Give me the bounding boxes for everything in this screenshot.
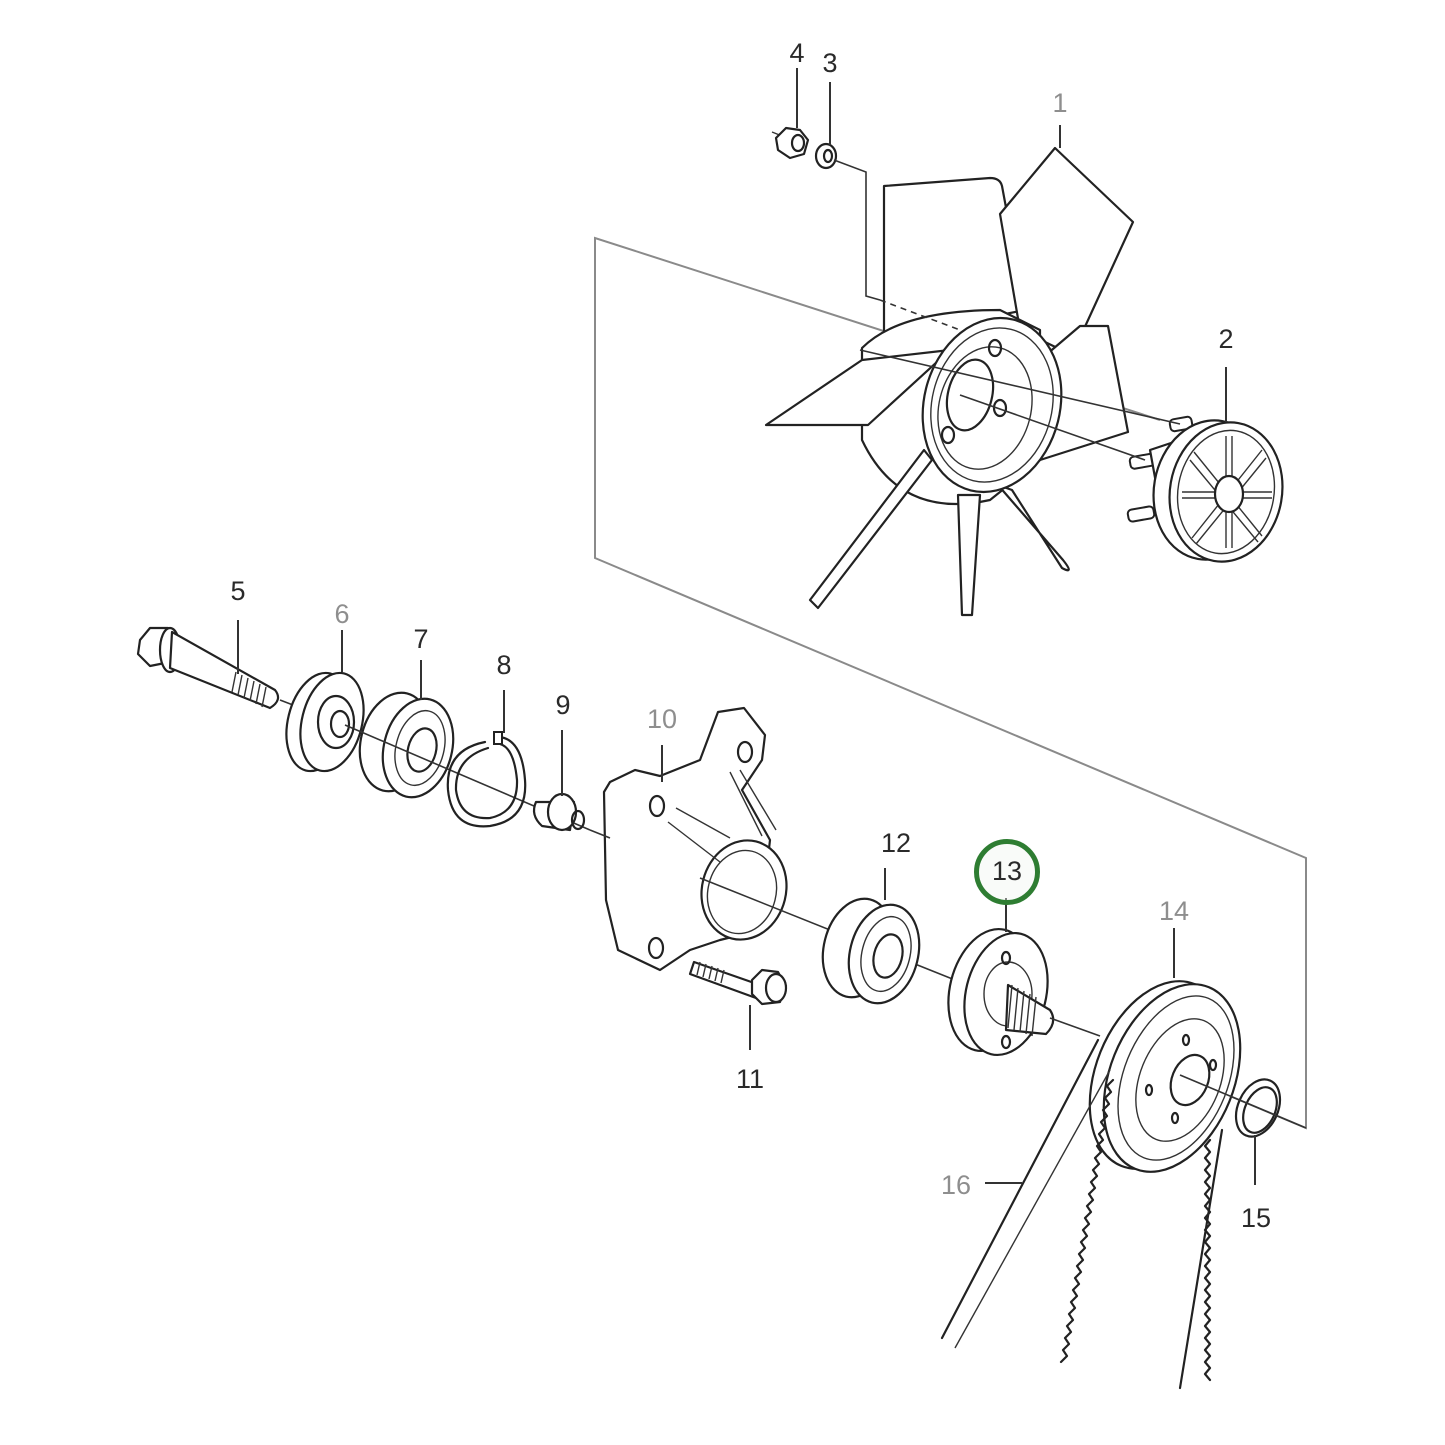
callout-2[interactable]: 2 [1218,324,1234,354]
part-9-bushing[interactable] [532,792,586,832]
part-2-hub-pulley[interactable] [1126,411,1293,570]
part-1-fan[interactable] [764,146,1135,617]
part-6-spacer-washer[interactable] [277,666,373,778]
part-7-bearing[interactable] [350,685,463,804]
callout-14[interactable]: 14 [1158,896,1190,926]
callout-11[interactable]: 11 [735,1064,765,1094]
part-3-washer[interactable] [814,142,838,170]
callout-15[interactable]: 15 [1240,1203,1272,1233]
callout-16[interactable]: 16 [940,1170,972,1200]
part-14-pulley[interactable] [1064,961,1266,1192]
part-4-nut[interactable] [771,126,810,160]
callout-5[interactable]: 5 [230,576,246,606]
callout-3[interactable]: 3 [822,48,838,78]
leader-lines [237,68,1256,1185]
callout-9[interactable]: 9 [555,690,571,720]
callout-6[interactable]: 6 [334,599,350,629]
callout-13[interactable]: 13 [991,856,1023,886]
callout-10[interactable]: 10 [646,704,678,734]
highlight-ring [974,839,1040,905]
callout-8[interactable]: 8 [496,650,512,680]
callout-7[interactable]: 7 [413,624,429,654]
part-16-v-belt[interactable] [940,1038,1224,1390]
callout-1[interactable]: 1 [1052,88,1068,118]
part-5-bolt[interactable] [136,626,280,710]
part-8-circlip[interactable] [446,731,527,828]
part-10-housing-bracket[interactable] [602,706,797,972]
callout-4[interactable]: 4 [789,38,805,68]
part-13-hub-flange[interactable] [936,920,1060,1064]
part-12-bearing[interactable] [813,891,929,1010]
callout-12[interactable]: 12 [880,828,912,858]
part-11-flange-bolt[interactable] [688,960,788,1006]
